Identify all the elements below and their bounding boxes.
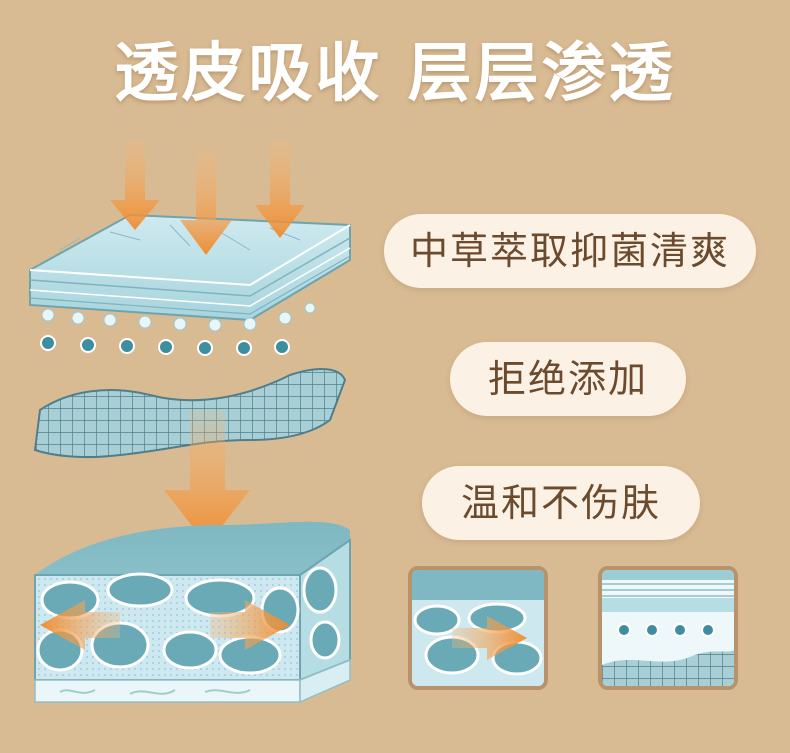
- page-title: 透皮吸收 层层渗透: [114, 37, 676, 111]
- core-detail-icon: [412, 570, 544, 686]
- feature-pill-no-additive: 拒绝添加: [450, 342, 686, 416]
- down-arrow-icon: [110, 140, 305, 255]
- absorbent-core-icon: [34, 521, 351, 704]
- feature-pill-gentle: 温和不伤肤: [422, 466, 700, 540]
- surface-layer-thumbnail: [598, 566, 738, 690]
- surface-layer-icon: [29, 213, 351, 356]
- center-arrow-icon: [164, 410, 250, 545]
- surface-detail-icon: [602, 570, 734, 686]
- side-arrows-icon: [40, 600, 290, 650]
- feature-pill-herbal: 中草萃取抑菌清爽: [384, 214, 756, 288]
- layer-illustration: [29, 140, 351, 704]
- core-absorption-thumbnail: [408, 566, 548, 690]
